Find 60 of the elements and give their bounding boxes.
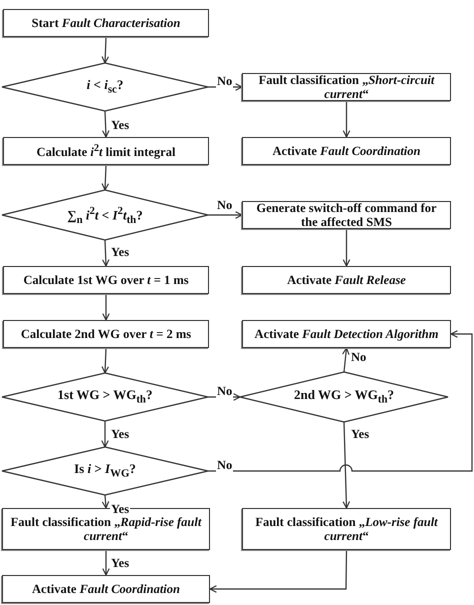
- arrow: [208, 83, 243, 91]
- arrow: [102, 348, 110, 374]
- arrow: [208, 330, 473, 472]
- step-text: Calculate 1st WG over t = 1 ms: [22, 273, 190, 287]
- edge-label: Yes: [110, 502, 130, 516]
- step-text: Activate Fault Detection Algorithm: [254, 327, 440, 341]
- step-text: Fault classification „Low-rise fault current“: [254, 515, 439, 543]
- edge-label: Yes: [110, 556, 130, 570]
- edge-label: No: [216, 458, 234, 472]
- arrow: [209, 550, 348, 593]
- arrow: [102, 294, 110, 321]
- process-box: [3, 9, 209, 37]
- arrow: [102, 240, 110, 267]
- edge-label: No: [216, 74, 234, 88]
- edge-label: Yes: [110, 427, 130, 441]
- process-box: [3, 266, 209, 294]
- decision-diamond: [2, 447, 208, 495]
- edge-label: Yes: [110, 245, 130, 259]
- arrow: [208, 211, 243, 219]
- edge-label: No: [350, 350, 368, 364]
- arrow: [102, 550, 110, 576]
- step-text: Calculate i$^{2}$t limit integral: [36, 142, 176, 160]
- decision-text: i < i$_{sc}$?: [86, 78, 124, 96]
- decision-text: 2nd WG > WG$_{th}$?: [292, 388, 395, 406]
- process-box: [2, 575, 210, 603]
- decision-diamond: [2, 63, 208, 111]
- edge-label: No: [216, 198, 234, 212]
- arrow: [342, 101, 350, 138]
- arrow: [102, 494, 110, 509]
- decision-text: Is i > I$_{WG}$?: [73, 462, 137, 480]
- process-box: [3, 137, 209, 165]
- decision-diamond: [240, 372, 448, 422]
- arrow: [342, 347, 350, 372]
- arrow: [102, 110, 110, 138]
- process-box: [242, 137, 451, 165]
- arrow: [208, 393, 241, 401]
- edge-label: Yes: [110, 118, 130, 132]
- arrow: [342, 229, 350, 267]
- edge-label: No: [216, 384, 234, 398]
- decision-diamond: [2, 190, 208, 240]
- step-text: Activate Fault Release: [286, 273, 407, 287]
- process-box: [242, 320, 451, 348]
- step-text: Generate switch-off command for the affected SMS: [255, 201, 438, 229]
- step-text: Activate Fault Coordination: [31, 582, 181, 596]
- process-box: [242, 266, 451, 294]
- decision-text: 1st WG > WG$_{th}$?: [56, 388, 154, 406]
- step-text: Activate Fault Coordination: [272, 144, 422, 158]
- process-box: [242, 508, 451, 550]
- decision-diamond: [2, 373, 208, 421]
- decision-text: ∑$_{n}$ i$^{2}$t < I$^{2}$t$_{th}$?: [66, 204, 144, 226]
- step-text: Calculate 2nd WG over t = 2 ms: [20, 327, 192, 341]
- arrow: [342, 422, 350, 509]
- arrow: [101, 421, 109, 448]
- process-box: [3, 320, 209, 348]
- edge-label: Yes: [350, 427, 370, 441]
- step-text: Start Fault Characterisation: [30, 16, 182, 30]
- step-text: Fault classification „Short-circuit current“: [258, 73, 436, 101]
- step-text: Fault classification „Rapid-rise fault current“: [10, 515, 202, 543]
- arrow: [102, 36, 109, 64]
- arrow: [102, 164, 110, 191]
